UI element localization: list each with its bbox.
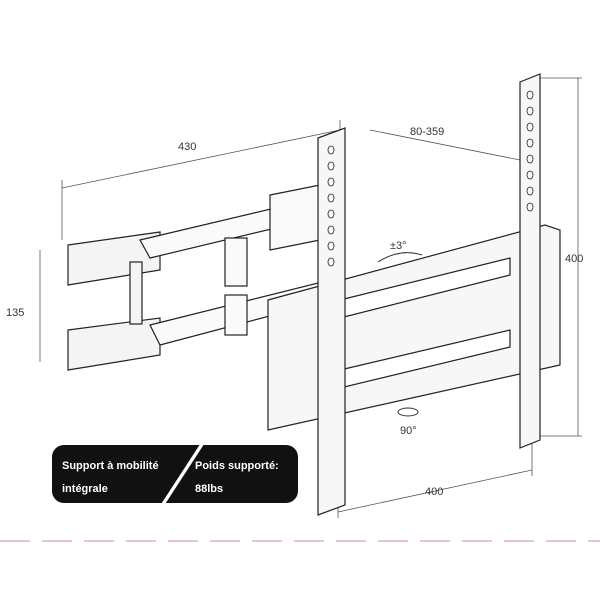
tv-bracket bbox=[267, 73, 561, 516]
feature-text: Support à mobilité intégrale bbox=[62, 455, 159, 501]
wall-plate bbox=[67, 231, 161, 371]
dimension-lines bbox=[39, 77, 582, 518]
arm-spacing-label: 135 bbox=[6, 307, 24, 319]
profile-depth-label: 80-359 bbox=[410, 126, 444, 138]
vesa-holes bbox=[327, 90, 534, 267]
tilt-label: ±3° bbox=[390, 240, 407, 252]
vesa-width-label: 400 bbox=[425, 486, 443, 498]
weight-label: Poids supporté: bbox=[195, 460, 279, 472]
feature-line-1: Support à mobilité bbox=[62, 460, 159, 472]
feature-line-2: intégrale bbox=[62, 483, 108, 495]
weight-text: Poids supporté: 88lbs bbox=[195, 455, 279, 501]
vesa-height-label: 400 bbox=[565, 253, 583, 265]
weight-value: 88lbs bbox=[195, 483, 224, 495]
arm-extension-label: 430 bbox=[178, 141, 196, 153]
rotation-label: 90° bbox=[400, 425, 417, 437]
motion-arrows bbox=[377, 252, 423, 417]
feature-badge: Support à mobilité intégrale Poids suppo… bbox=[52, 443, 298, 507]
